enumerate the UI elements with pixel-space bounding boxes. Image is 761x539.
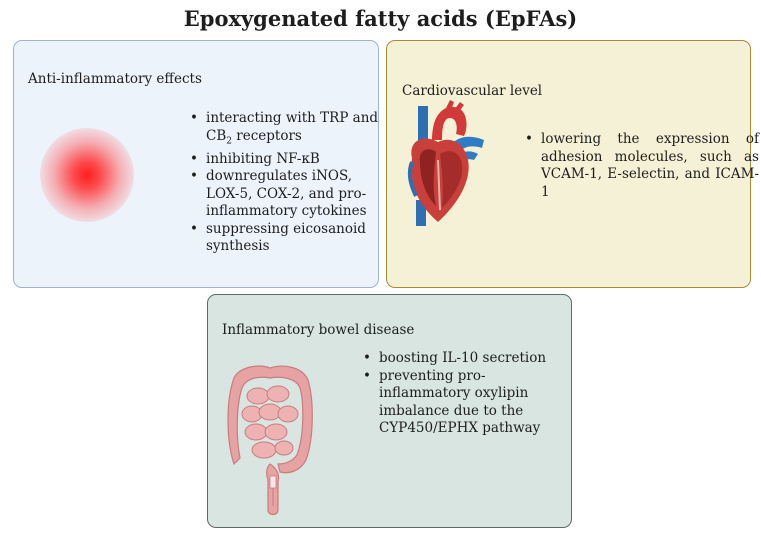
list-item: boosting IL-10 secretion: [363, 350, 575, 368]
list-item: interacting with TRP and CB2 receptors: [190, 110, 386, 151]
cardiovascular-heading: Cardiovascular level: [402, 83, 543, 99]
list-item-text: interacting with TRP and: [206, 110, 379, 126]
list-item: preventing pro-inflammatory oxylipin imb…: [363, 368, 575, 438]
diagram-title: Epoxygenated fatty acids (EpFAs): [183, 6, 578, 31]
ibd-heading: Inflammatory bowel disease: [222, 322, 415, 338]
heart-icon: [407, 100, 484, 226]
cb-subscript: 2: [226, 136, 232, 147]
list-item: suppressing eicosanoid synthesis: [190, 221, 386, 256]
cb-suffix: receptors: [231, 127, 302, 144]
inflammation-glow-icon: [40, 128, 134, 222]
list-item: lowering the expression of adhesion mole…: [525, 131, 759, 201]
cardiovascular-list: lowering the expression of adhesion mole…: [525, 131, 759, 201]
list-item: inhibiting NF-κB: [190, 151, 386, 169]
ibd-list: boosting IL-10 secretion preventing pro-…: [363, 350, 575, 438]
intestine-icon: [227, 365, 313, 516]
cb-prefix: CB: [206, 127, 227, 144]
anti-inflammatory-heading: Anti-inflammatory effects: [28, 71, 202, 87]
list-item: downregulates iNOS, LOX-5, COX-2, and pr…: [190, 168, 386, 221]
anti-inflammatory-list: interacting with TRP and CB2 receptors i…: [190, 110, 386, 256]
